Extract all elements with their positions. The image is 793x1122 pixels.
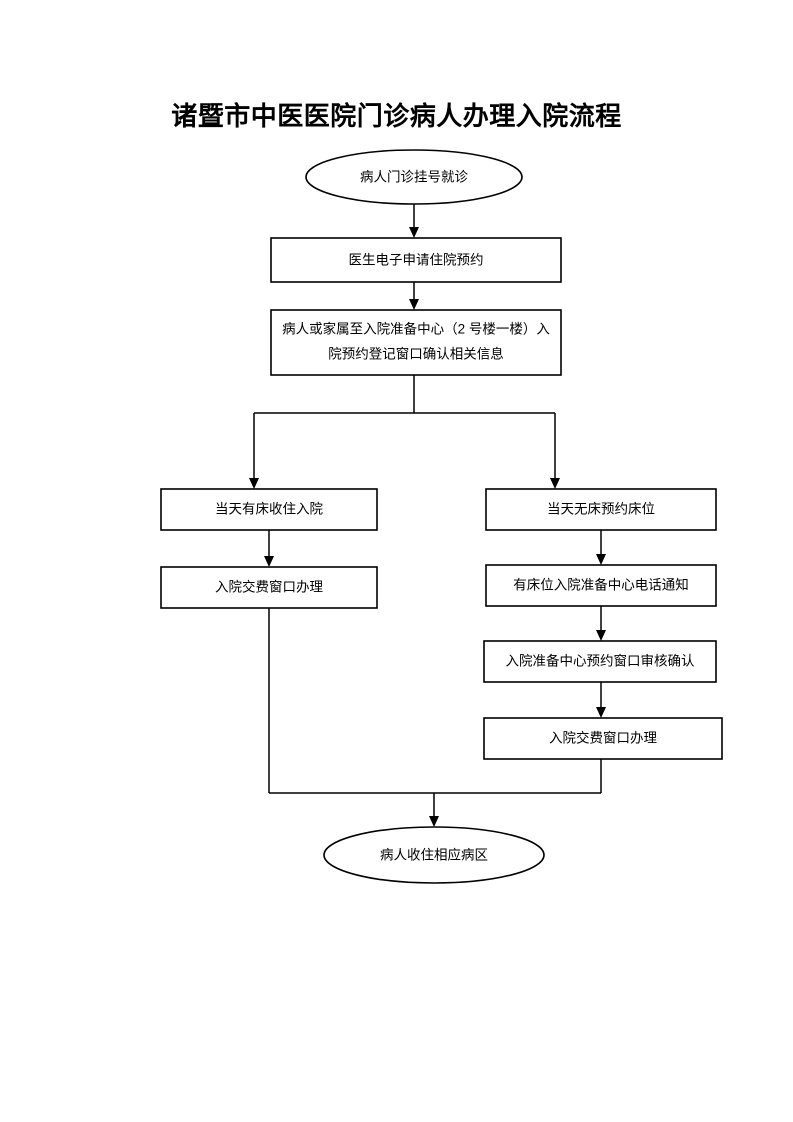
node-confirm-info-label-line1: 病人或家属至入院准备中心（2 号楼一楼）入: [282, 321, 550, 337]
node-start-shape: [305, 149, 523, 205]
node-pay-left-label: 入院交费窗口办理: [215, 579, 323, 595]
page-title: 诸暨市中医医院门诊病人办理入院流程: [171, 102, 622, 131]
node-end-shape: [323, 826, 545, 884]
node-doctor-request-label: 医生电子申请住院预约: [349, 253, 484, 268]
node-window-verify-label: 入院准备中心预约窗口审核确认: [506, 653, 695, 669]
node-confirm-info[interactable]: 病人或家属至入院准备中心（2 号楼一楼）入 院预约登记窗口确认相关信息: [270, 309, 562, 376]
node-bed-available[interactable]: 当天有床收住入院: [160, 488, 378, 531]
node-phone-notice-shape: [485, 564, 717, 607]
node-start[interactable]: 病人门诊挂号就诊: [305, 149, 523, 205]
connector-no-bed-reserve-to-phone-notice: [596, 530, 606, 565]
connector-doctor-request-to-confirm-info: [409, 282, 419, 310]
connector-bed-available-to-pay-left: [264, 530, 274, 567]
node-no-bed-reserve-shape: [485, 488, 717, 531]
node-phone-notice[interactable]: 有床位入院准备中心电话通知: [485, 564, 717, 607]
node-phone-notice-label: 有床位入院准备中心电话通知: [513, 577, 689, 593]
connector-phone-notice-to-window-verify: [596, 606, 606, 641]
connector-start-to-doctor-request: [409, 204, 419, 238]
connector-split-to-bed-available: [249, 413, 259, 489]
node-bed-available-shape: [160, 488, 378, 531]
node-pay-left[interactable]: 入院交费窗口办理: [160, 566, 378, 609]
node-window-verify-shape: [483, 640, 717, 683]
node-window-verify[interactable]: 入院准备中心预约窗口审核确认: [483, 640, 717, 683]
node-doctor-request-shape: [270, 237, 562, 283]
node-end[interactable]: 病人收住相应病区: [323, 826, 545, 884]
connector-split-bus: [254, 375, 555, 414]
connector-merge-bus: [268, 608, 602, 827]
node-doctor-request[interactable]: 医生电子申请住院预约: [270, 237, 562, 283]
connector-split-to-no-bed-reserve: [550, 413, 560, 489]
node-no-bed-reserve-label: 当天无床预约床位: [547, 502, 655, 517]
node-pay-right-shape: [483, 717, 723, 760]
connector-layer: [249, 204, 606, 827]
node-confirm-info-shape: [270, 309, 562, 376]
node-pay-right[interactable]: 入院交费窗口办理: [483, 717, 723, 760]
connector-window-verify-to-pay-right: [596, 682, 606, 718]
node-bed-available-label: 当天有床收住入院: [215, 502, 323, 517]
node-pay-left-shape: [160, 566, 378, 609]
node-confirm-info-label-line2: 院预约登记窗口确认相关信息: [328, 346, 504, 362]
node-no-bed-reserve[interactable]: 当天无床预约床位: [485, 488, 717, 531]
node-pay-right-label: 入院交费窗口办理: [549, 730, 657, 746]
node-end-label: 病人收住相应病区: [380, 847, 488, 863]
node-start-label: 病人门诊挂号就诊: [360, 170, 468, 185]
